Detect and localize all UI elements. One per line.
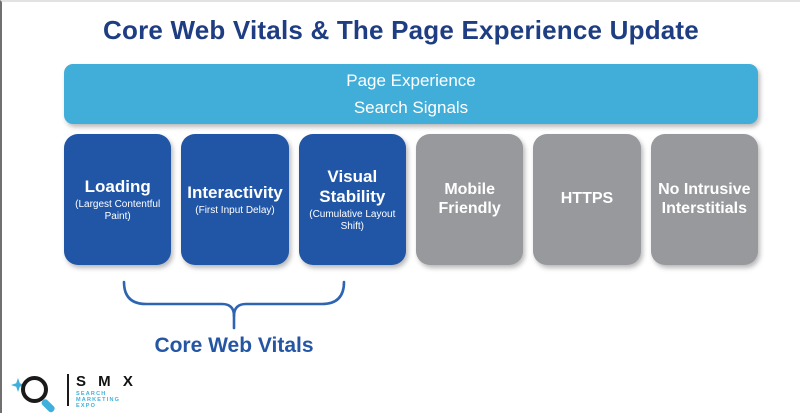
- curly-brace-icon: [122, 280, 346, 330]
- sparkle-icon: [11, 378, 25, 392]
- box-label: Loading: [84, 176, 151, 196]
- signal-box-no-intrusive-interstitials: No Intrusive Interstitials: [650, 134, 758, 265]
- magnifier-icon: [21, 376, 48, 403]
- signal-box-loading: Loading (Largest Contentful Paint): [64, 134, 172, 265]
- page-experience-banner: Page Experience Search Signals: [64, 64, 758, 124]
- signal-box-mobile-friendly: Mobile Friendly: [415, 134, 524, 265]
- signal-box-interactivity: Interactivity (First Input Delay): [181, 134, 289, 265]
- logo-divider: [67, 374, 69, 406]
- box-sublabel: (Largest Contentful Paint): [75, 199, 161, 222]
- banner-line-2: Search Signals: [353, 97, 469, 117]
- slide-title: Core Web Vitals & The Page Experience Up…: [103, 15, 699, 45]
- banner-line-1: Page Experience: [346, 70, 476, 90]
- box-label: Mobile Friendly: [438, 180, 501, 217]
- signal-box-visual-stability: Visual Stability (Cumulative Layout Shif…: [298, 134, 406, 265]
- magnifier-handle: [40, 397, 56, 413]
- smx-logo: S M X SEARCH MARKETING EXPO: [10, 370, 150, 413]
- box-label: No Intrusive Interstitials: [658, 180, 751, 217]
- logo-tagline: SEARCH MARKETING EXPO: [76, 391, 120, 409]
- box-label: Interactivity: [187, 182, 283, 202]
- signal-box-https: HTTPS: [533, 134, 641, 265]
- logo-letters: S M X: [76, 373, 137, 390]
- core-web-vitals-label: Core Web Vitals: [154, 334, 314, 357]
- logo-tagline-line: EXPO: [76, 403, 97, 409]
- signal-boxes-row: Loading (Largest Contentful Paint) Inter…: [64, 134, 758, 265]
- box-label: Visual Stability: [319, 166, 386, 206]
- box-label: HTTPS: [560, 190, 614, 208]
- logo-tagline-line: SEARCH: [76, 391, 107, 397]
- box-sublabel: (Cumulative Layout Shift): [309, 209, 396, 232]
- logo-tagline-line: MARKETING: [76, 397, 121, 403]
- box-sublabel: (First Input Delay): [195, 204, 275, 216]
